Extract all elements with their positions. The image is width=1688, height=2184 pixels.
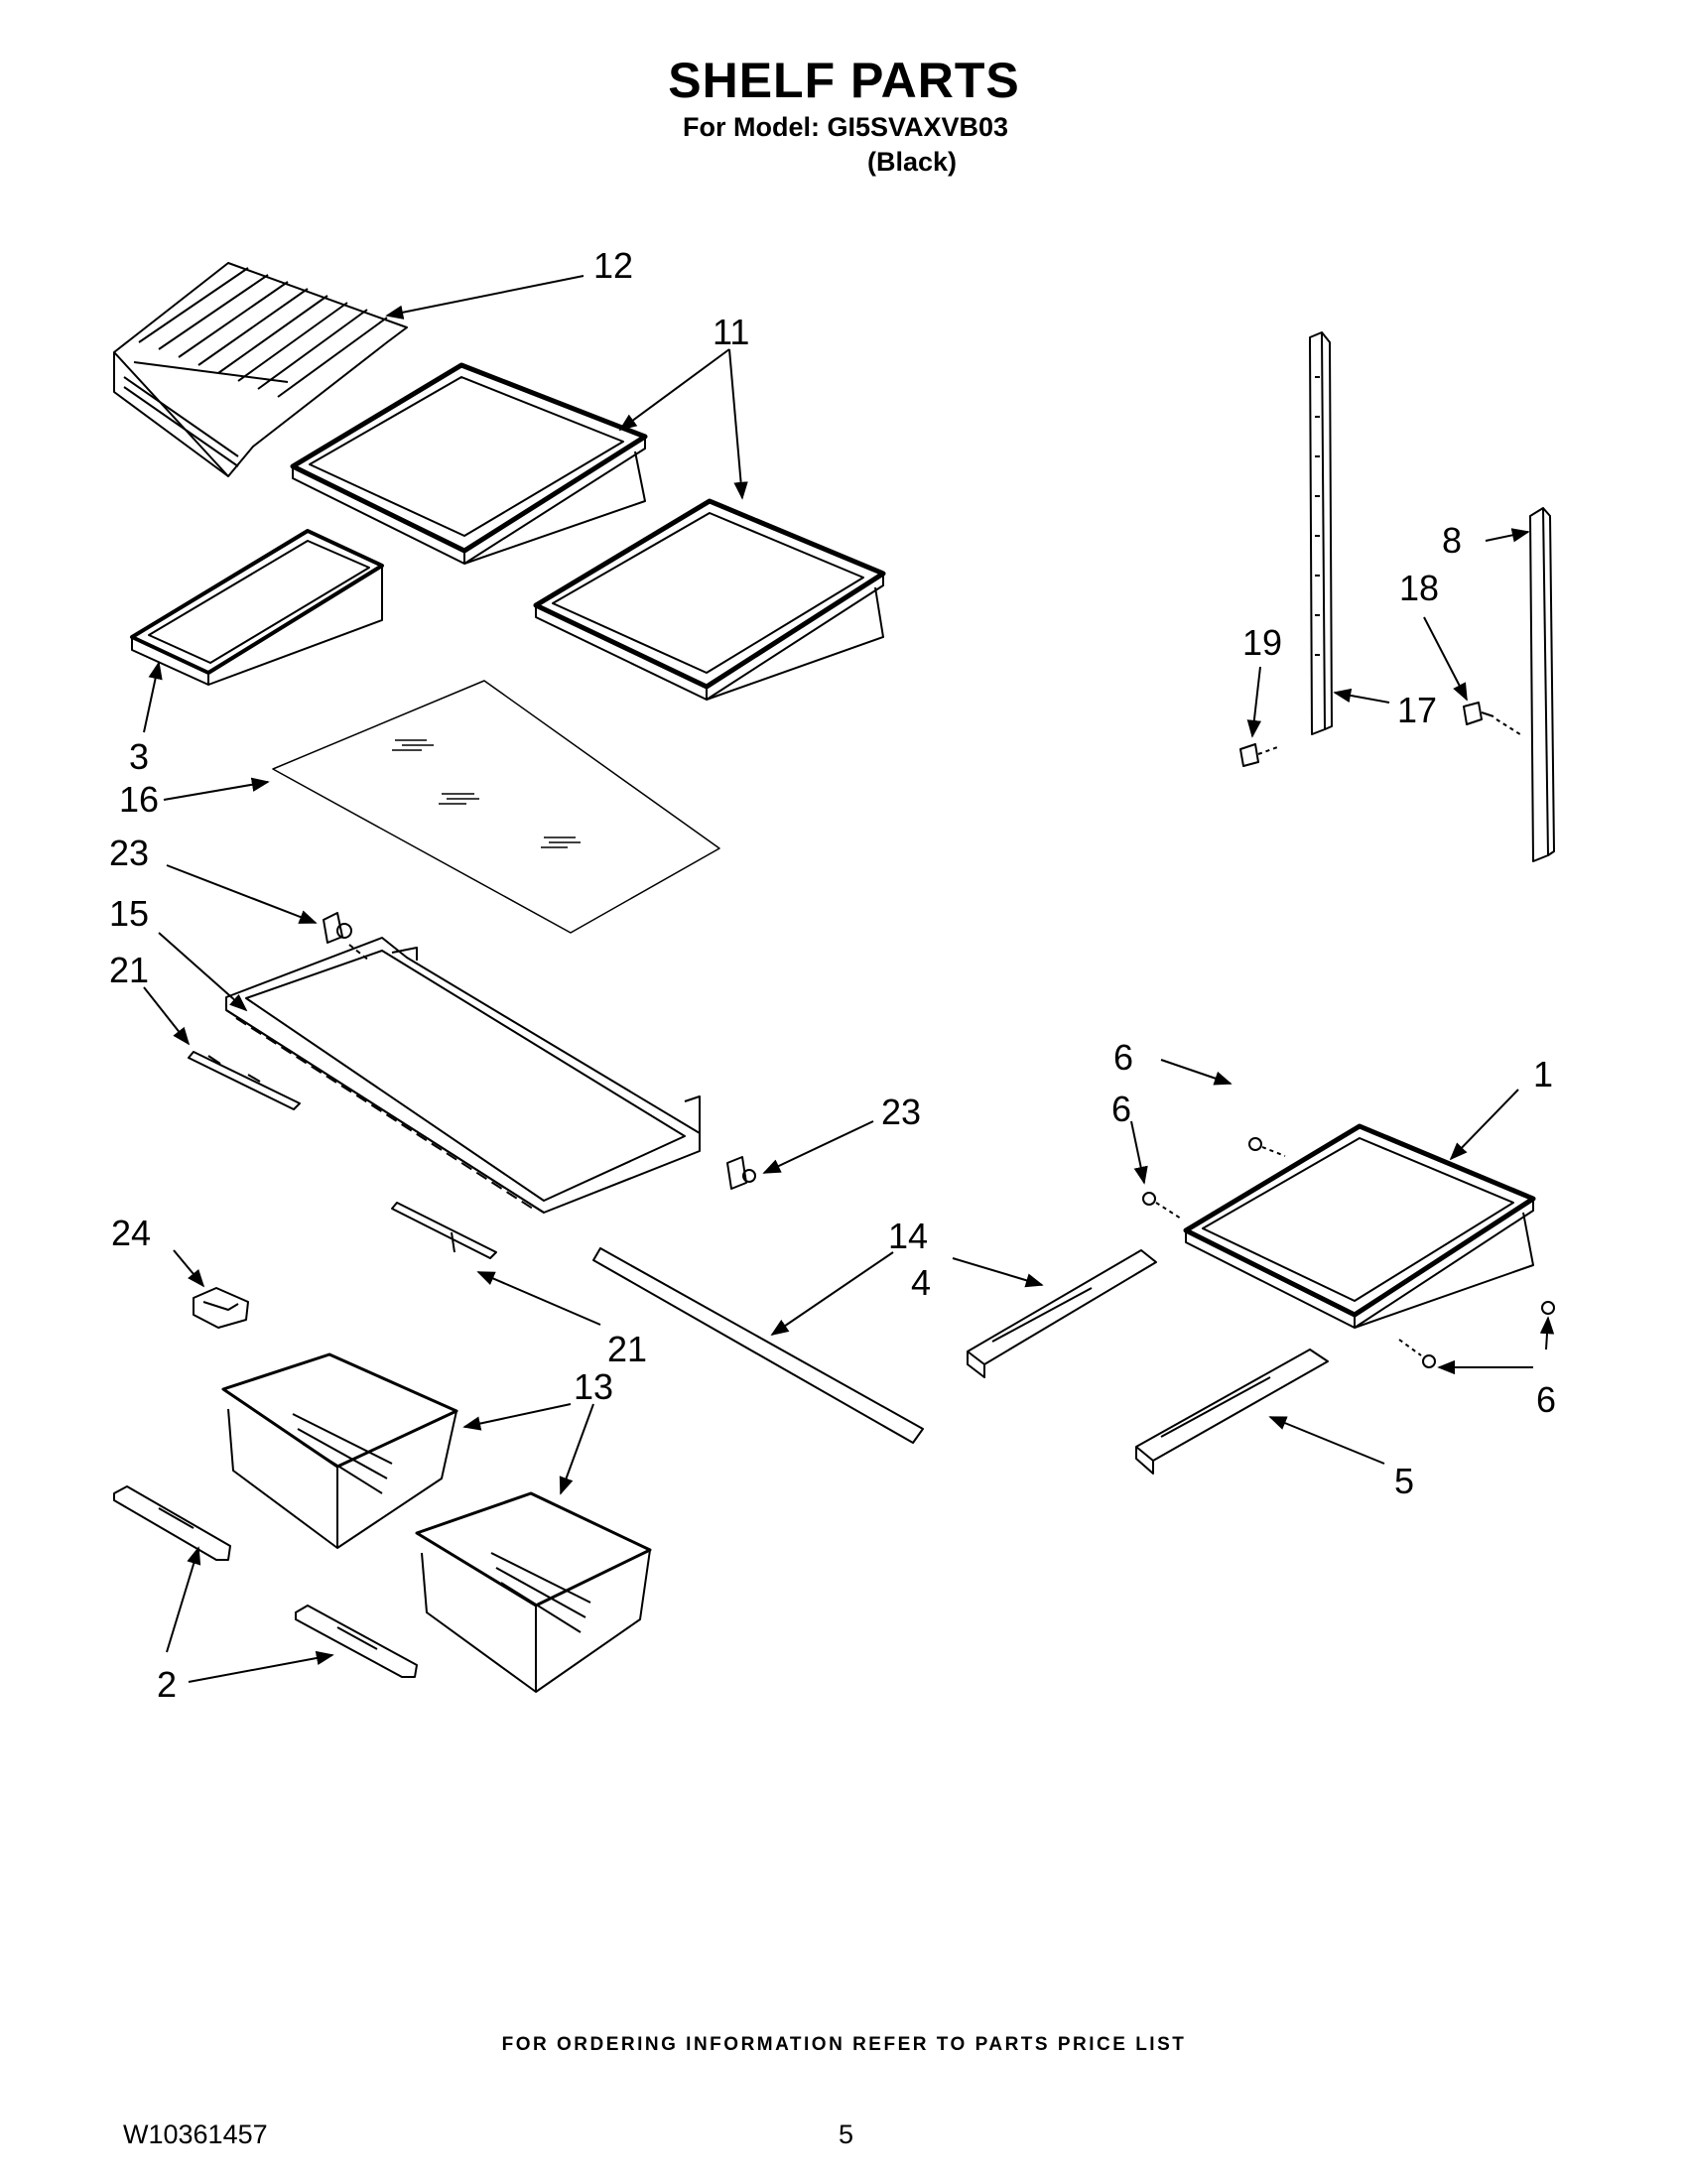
callout-15: 15 (109, 893, 149, 934)
callout-21-right: 21 (607, 1329, 647, 1369)
part-2-handle-left (113, 1485, 231, 1561)
part-17-vertical-rail (1309, 331, 1333, 735)
leader-23a (166, 864, 318, 924)
part-1-right-shelf (1183, 1123, 1536, 1329)
leader-23b (762, 1120, 874, 1174)
leader-21a (143, 986, 191, 1046)
callout-23-right: 23 (881, 1092, 921, 1132)
leader-13a (462, 1403, 572, 1431)
callout-21-left: 21 (109, 950, 149, 990)
leader-24 (173, 1249, 205, 1288)
part-24-clip (193, 1287, 249, 1329)
leader-16 (163, 777, 270, 801)
callout-14: 14 (888, 1216, 928, 1256)
leader-3 (143, 661, 163, 733)
leader-4 (952, 1257, 1044, 1288)
leader-6a (1160, 1059, 1233, 1086)
part-12-wire-basket (113, 262, 408, 477)
leader-21b (476, 1271, 601, 1326)
model-number: For Model: GI5SVAXVB03 (683, 112, 1009, 142)
model-color: (Black) (867, 147, 958, 177)
part-3-shelf-frame (130, 529, 384, 686)
leader-6b (1130, 1120, 1148, 1185)
part-21-slide-rail-left (188, 1051, 301, 1110)
part-16-glass-shelf (272, 680, 720, 934)
part-2-handle-right (295, 1605, 418, 1678)
leader-17 (1333, 688, 1390, 704)
callout-3: 3 (129, 736, 149, 777)
leader-8 (1485, 528, 1530, 543)
callout-6-bottom: 6 (1536, 1379, 1556, 1420)
part-18-screw (1463, 702, 1524, 737)
page-title: SHELF PARTS (668, 53, 1020, 108)
part-13-crisper-drawer-right (415, 1491, 652, 1693)
leader-12 (385, 275, 584, 320)
leader-14 (770, 1251, 894, 1337)
part-6-screws (1142, 1137, 1555, 1368)
callout-18: 18 (1399, 568, 1439, 608)
callout-24: 24 (111, 1213, 151, 1253)
callout-12: 12 (593, 245, 633, 286)
leader-2b (188, 1650, 334, 1683)
callout-11: 11 (713, 312, 749, 352)
part-15-frame-assembly (225, 937, 701, 1214)
part-13-crisper-drawer-left (221, 1352, 458, 1549)
part-23-bracket-right (726, 1156, 756, 1190)
callout-6-top: 6 (1113, 1037, 1133, 1078)
part-4-shelf-rail (967, 1249, 1157, 1378)
leader-2a (166, 1546, 201, 1653)
part-11-lower-shelf (533, 498, 886, 701)
leader-1 (1449, 1089, 1519, 1161)
leader-11a (618, 348, 730, 432)
part-23-bracket-top (323, 912, 370, 962)
leader-15 (158, 932, 248, 1012)
part-5-shelf-rail (1135, 1349, 1329, 1475)
callout-19: 19 (1242, 622, 1282, 663)
callout-8: 8 (1442, 520, 1462, 561)
callout-13: 13 (574, 1366, 613, 1407)
part-11-upper-shelf (290, 362, 648, 565)
callout-5: 5 (1394, 1461, 1414, 1501)
callout-17: 17 (1397, 690, 1437, 730)
callout-2: 2 (157, 1664, 177, 1705)
part-14-trim-strip (592, 1247, 924, 1444)
leader-6d (1539, 1316, 1555, 1350)
leader-11b (728, 348, 748, 500)
document-number: W10361457 (123, 2120, 268, 2149)
part-19-screw (1239, 743, 1281, 767)
part-8-vertical-rail (1529, 507, 1555, 862)
callout-4: 4 (911, 1262, 931, 1303)
leader-18 (1423, 616, 1468, 702)
leader-13b (559, 1403, 594, 1495)
callout-1: 1 (1533, 1054, 1553, 1094)
leader-19 (1246, 666, 1261, 738)
callout-16: 16 (119, 779, 159, 820)
callout-6-mid: 6 (1111, 1089, 1131, 1129)
ordering-note: FOR ORDERING INFORMATION REFER TO PARTS … (501, 2034, 1187, 2055)
leader-5 (1268, 1416, 1385, 1465)
page-number: 5 (839, 2120, 854, 2149)
part-21-slide-rail-right (391, 1202, 497, 1259)
callout-23-top: 23 (109, 833, 149, 873)
